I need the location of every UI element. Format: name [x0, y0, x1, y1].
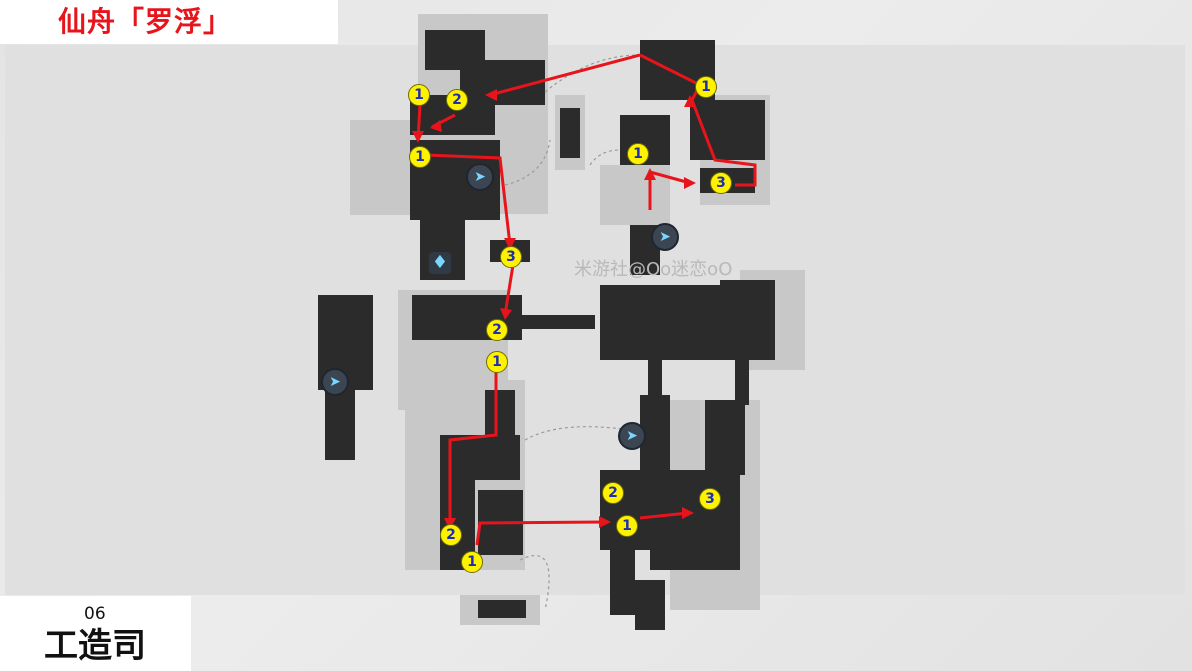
space-anchor-icon[interactable]: ➤	[321, 368, 349, 396]
watermark: 米游社@Oo迷恋oO	[574, 259, 733, 280]
area-label-box	[0, 596, 191, 671]
route-marker[interactable]: 3	[710, 172, 732, 194]
route-marker[interactable]: 1	[616, 515, 638, 537]
space-anchor-icon[interactable]: ➤	[466, 163, 494, 191]
route-marker[interactable]: 3	[699, 488, 721, 510]
space-anchor-icon[interactable]: ➤	[618, 422, 646, 450]
area-name: 工造司	[44, 626, 146, 666]
route-marker[interactable]: 2	[486, 319, 508, 341]
calyx-icon[interactable]: ♦	[429, 252, 451, 274]
route-marker[interactable]: 1	[461, 551, 483, 573]
route-marker[interactable]: 1	[408, 84, 430, 106]
route-marker[interactable]: 3	[500, 246, 522, 268]
title-banner: 仙舟「罗浮」	[0, 0, 338, 44]
route-marker[interactable]: 2	[440, 524, 462, 546]
area-number: 06	[84, 604, 106, 624]
route-marker[interactable]: 1	[409, 146, 431, 168]
route-marker[interactable]: 2	[602, 482, 624, 504]
route-marker[interactable]: 1	[695, 76, 717, 98]
page-title: 仙舟「罗浮」	[58, 5, 233, 38]
route-marker[interactable]: 1	[486, 351, 508, 373]
route-marker[interactable]: 2	[446, 89, 468, 111]
route-marker[interactable]: 1	[627, 143, 649, 165]
space-anchor-icon[interactable]: ➤	[651, 223, 679, 251]
